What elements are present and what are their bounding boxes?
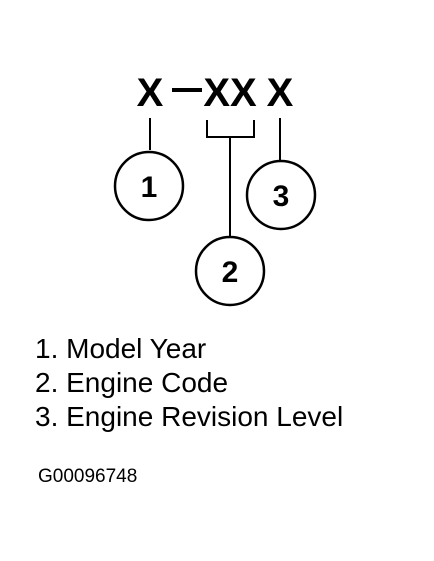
bracket-engine-code [206, 120, 255, 138]
engine-code-diagram: X XX X 1 2 3 [113, 71, 317, 307]
legend-item-engine-code: 2. Engine Code [35, 367, 229, 398]
callout-2: 2 [194, 235, 266, 307]
callout-1: 1 [113, 150, 185, 222]
figure-id: G00096748 [38, 466, 138, 487]
callout-3-number: 3 [273, 180, 290, 213]
code-char-model-year: X [137, 71, 164, 115]
legend-item-revision-level: 3. Engine Revision Level [35, 401, 344, 432]
callout-1-number: 1 [141, 171, 158, 204]
code-char-engine-code: XX [203, 71, 257, 115]
callout-3: 3 [245, 159, 317, 231]
legend-item-model-year: 1. Model Year [35, 333, 207, 364]
legend-list: 1. Model Year 2. Engine Code 3. Engine R… [35, 332, 343, 434]
callout-2-number: 2 [222, 256, 239, 289]
code-char-revision-level: X [267, 71, 294, 115]
